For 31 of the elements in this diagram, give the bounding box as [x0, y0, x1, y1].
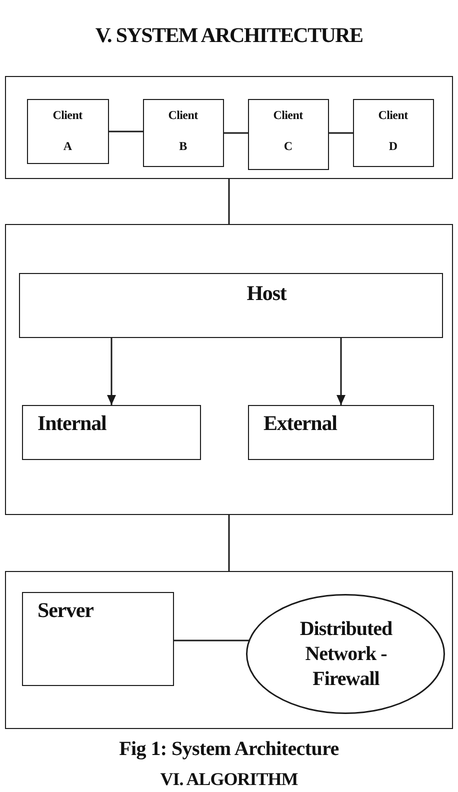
connector-line	[224, 132, 248, 134]
process-box	[22, 592, 174, 686]
connector-line	[109, 130, 143, 132]
figure-caption: Fig 1: System Architecture	[119, 738, 339, 760]
group-frame	[5, 571, 453, 729]
node-label: Client C	[272, 106, 304, 154]
connector-line	[228, 179, 230, 224]
connector-line	[174, 640, 250, 642]
client-box	[352, 98, 434, 166]
diagram-title: V. SYSTEM ARCHITECTURE	[95, 23, 363, 47]
group-frame	[5, 76, 453, 179]
node-label: Client B	[167, 106, 199, 154]
client-box	[142, 98, 224, 166]
node-label: Distributed Network - Firewall	[298, 617, 394, 692]
node-label: Internal	[38, 410, 106, 434]
node-label: Client D	[377, 106, 409, 154]
group-frame	[5, 224, 453, 515]
section-heading: VI. ALGORITHM	[160, 769, 298, 790]
client-box	[26, 98, 108, 164]
node-label: Client A	[52, 106, 84, 154]
node-label: Host	[246, 280, 286, 304]
process-box	[18, 272, 442, 338]
connector-line	[329, 132, 353, 134]
arrow	[336, 338, 346, 405]
process-box	[22, 404, 200, 460]
process-box	[248, 404, 434, 460]
arrow	[107, 338, 116, 405]
node-label: Server	[38, 598, 94, 622]
connector-line	[228, 515, 230, 571]
node-label: External	[264, 410, 337, 434]
client-box	[248, 98, 328, 170]
